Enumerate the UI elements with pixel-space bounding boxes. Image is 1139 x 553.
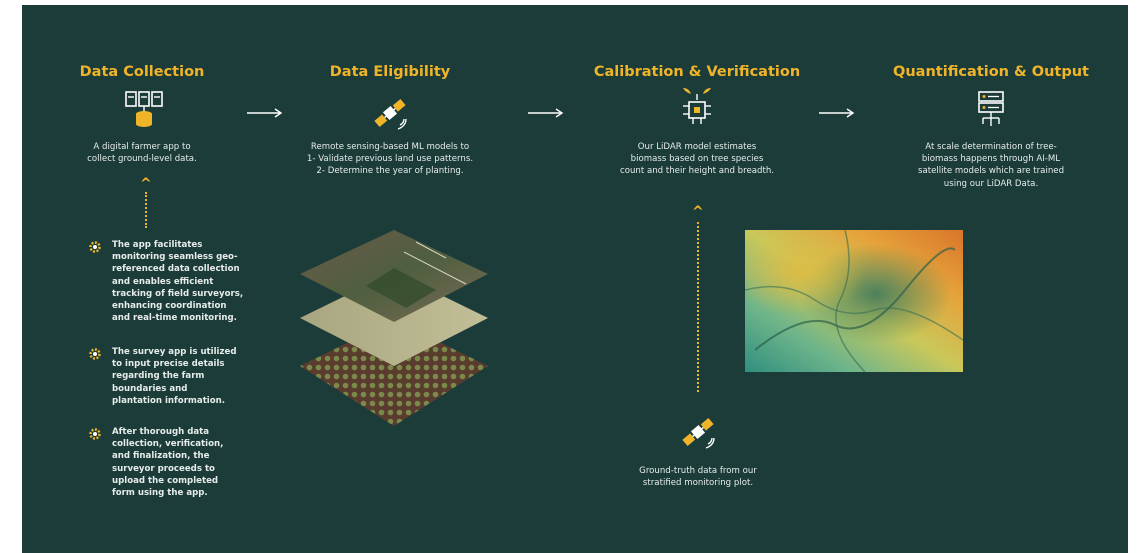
bullet-line: tracking of field surveyors,: [112, 288, 244, 299]
bullet-item: The survey app is utilized to input prec…: [88, 346, 278, 411]
bullet-line: enhancing coordination: [112, 301, 227, 312]
stage-title-calibration-verification: Calibration & Verification: [593, 64, 801, 80]
up-caret-icon: ^: [692, 204, 704, 220]
road-line: [403, 241, 467, 285]
gear-icon: [89, 428, 101, 440]
bullet-line: upload the completed: [112, 475, 219, 486]
bullet-line: After thorough data: [112, 427, 210, 437]
bullet-line: and real-time monitoring.: [112, 313, 237, 324]
bullet-line: form using the app.: [112, 488, 208, 499]
bullet-text: The survey app is utilized to input prec…: [112, 346, 280, 407]
bullet-line: The survey app is utilized: [112, 347, 237, 357]
desc-line: stratified monitoring plot.: [642, 478, 754, 489]
up-caret-icon: ^: [140, 176, 152, 192]
bullet-line: surveyor proceeds to: [112, 463, 215, 474]
desc-line: A digital farmer app to: [93, 142, 191, 152]
layer-bottom: [300, 320, 488, 426]
bullet-item: After thorough data collection, verifica…: [88, 426, 278, 504]
bullet-text: After thorough data collection, verifica…: [112, 426, 280, 499]
bullet-line: boundaries and: [112, 383, 188, 394]
bullet-line: and finalization, the: [112, 451, 210, 462]
stage-title-data-collection: Data Collection: [79, 64, 205, 80]
bullet-line: regarding the farm: [112, 371, 205, 382]
stage-desc-quantification-output: At scale determination of tree- biomass …: [891, 141, 1091, 190]
bullet-item: The app facilitates monitoring seamless …: [88, 239, 278, 329]
gear-icon: [89, 348, 101, 360]
bullet-line: The app facilitates: [112, 240, 203, 250]
desc-line: Ground-truth data from our: [639, 466, 757, 476]
terrain-valley: [745, 285, 963, 341]
desc-line: biomass based on tree species: [630, 154, 764, 165]
desc-line: 1- Validate previous land use patterns.: [306, 154, 474, 165]
server-database-icon: [125, 91, 163, 127]
terrain-valley: [754, 247, 956, 351]
bullet-line: plantation information.: [112, 395, 226, 406]
dotted-connector: [145, 192, 147, 228]
ground-truth-desc: Ground-truth data from our stratified mo…: [608, 465, 788, 489]
satellite-image-layers: [300, 230, 488, 426]
terrain-ridge: [745, 230, 963, 372]
right-arrow-icon: [819, 108, 855, 118]
desc-line: satellite models which are trained: [917, 166, 1065, 177]
satellite-icon: [374, 99, 407, 130]
dotted-connector: [697, 222, 699, 392]
desc-line: Our LiDAR model estimates: [637, 142, 757, 152]
forest-patch: [366, 268, 436, 308]
right-arrow-icon: [528, 108, 564, 118]
desc-line: Remote sensing-based ML models to: [310, 142, 470, 152]
bullet-line: to input precise details: [112, 359, 225, 370]
stage-desc-calibration-verification: Our LiDAR model estimates biomass based …: [597, 141, 797, 178]
desc-line: biomass happens through AI-ML: [921, 154, 1061, 165]
desc-line: collect ground-level data.: [87, 154, 197, 165]
desc-line: 2- Determine the year of planting.: [316, 166, 464, 177]
desc-line: using our LiDAR Data.: [943, 178, 1039, 189]
desc-line: At scale determination of tree-: [925, 142, 1057, 152]
gear-icon: [89, 241, 101, 253]
right-arrow-icon: [247, 108, 283, 118]
bullet-line: monitoring seamless geo-: [112, 252, 238, 263]
bullet-line: referenced data collection: [112, 264, 240, 275]
terrain-valley: [835, 230, 866, 372]
desc-line: count and their height and breadth.: [619, 166, 774, 177]
stage-desc-data-eligibility: Remote sensing-based ML models to 1- Val…: [280, 141, 500, 178]
bullet-text: The app facilitates monitoring seamless …: [112, 239, 280, 324]
bullet-line: collection, verification,: [112, 439, 224, 450]
satellite-icon: [682, 418, 715, 449]
server-output-icon: [978, 91, 1004, 126]
bullet-line: and enables efficient: [112, 276, 214, 287]
stage-title-quantification-output: Quantification & Output: [893, 64, 1089, 80]
ai-chip-leaf-icon: [683, 88, 711, 124]
lidar-terrain-map: [745, 230, 963, 372]
stage-title-data-eligibility: Data Eligibility: [329, 64, 451, 80]
stage-desc-data-collection: A digital farmer app to collect ground-l…: [62, 141, 222, 165]
